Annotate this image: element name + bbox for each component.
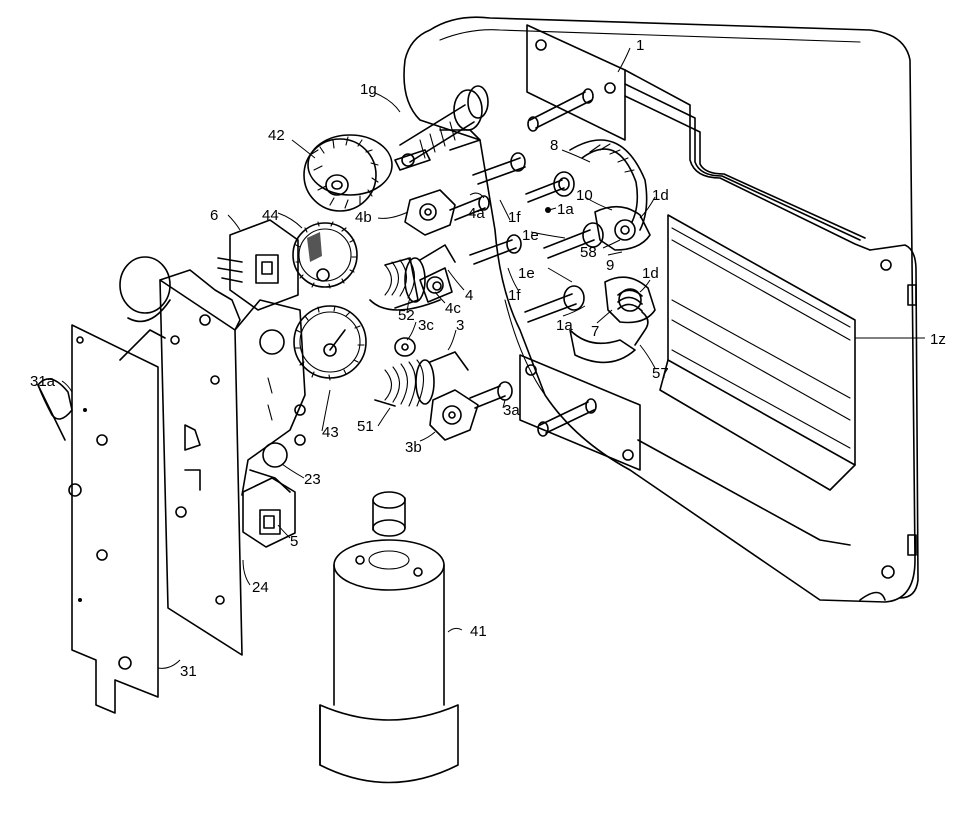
bottom-flange [519, 354, 641, 471]
label-1a-mid: 1a [556, 317, 573, 334]
hook-31a [37, 329, 166, 441]
label-31: 31 [180, 663, 197, 680]
mounting-posts [527, 88, 597, 437]
label-52: 52 [398, 307, 415, 324]
label-4b: 4b [355, 209, 372, 226]
label-9: 9 [606, 257, 614, 274]
label-1d-mid: 1d [642, 265, 659, 282]
label-8: 8 [550, 137, 558, 154]
gear-42-assembly [303, 85, 489, 212]
label-5: 5 [290, 533, 298, 550]
frame-plate-24 [159, 269, 306, 656]
label-1e-mid: 1e [518, 265, 535, 282]
label-1z: 1z [930, 331, 946, 348]
label-3b: 3b [405, 439, 422, 456]
plate-right-edge [859, 244, 919, 601]
label-41: 41 [470, 623, 487, 640]
label-7: 7 [591, 323, 599, 340]
spring-51 [374, 351, 469, 407]
leader-lines [61, 47, 925, 669]
window-1z [637, 214, 856, 546]
reference-labels: 1 1g 42 8 1d 10 1a 4a 4b 1f 1e 58 9 6 44… [30, 37, 946, 680]
label-10: 10 [576, 187, 593, 204]
motor-41 [319, 491, 459, 784]
top-flange [526, 24, 871, 251]
label-42: 42 [268, 127, 285, 144]
label-43: 43 [322, 424, 339, 441]
back-plate-31 [68, 324, 159, 714]
spring-52 [369, 244, 456, 311]
label-3: 3 [456, 317, 464, 334]
label-44: 44 [262, 207, 279, 224]
latch-springs [569, 205, 656, 364]
label-4: 4 [465, 287, 473, 304]
label-23: 23 [304, 471, 321, 488]
label-51: 51 [357, 418, 374, 435]
label-1e-top: 1e [522, 227, 539, 244]
label-4c: 4c [445, 300, 461, 317]
sensor-5 [242, 469, 296, 548]
label-1f-top: 1f [508, 209, 521, 226]
label-24: 24 [252, 579, 269, 596]
label-4a: 4a [468, 205, 485, 222]
label-1f-mid: 1f [508, 287, 521, 304]
disk [119, 256, 171, 323]
label-1g: 1g [360, 81, 377, 98]
gear-44 [292, 221, 358, 289]
gear-43 [293, 305, 367, 381]
base-plate [403, 16, 916, 603]
label-1d-top: 1d [652, 187, 669, 204]
lever-4 [404, 189, 490, 303]
arc-slot [569, 139, 648, 231]
label-3c: 3c [418, 317, 434, 334]
label-1: 1 [636, 37, 644, 54]
pin-shafts [469, 152, 604, 323]
label-57: 57 [652, 365, 669, 382]
label-6: 6 [210, 207, 218, 224]
label-31a: 31a [30, 373, 56, 390]
label-1a-top: 1a [557, 201, 574, 218]
sensor-6 [217, 219, 299, 311]
label-58: 58 [580, 244, 597, 261]
label-3a: 3a [503, 402, 520, 419]
